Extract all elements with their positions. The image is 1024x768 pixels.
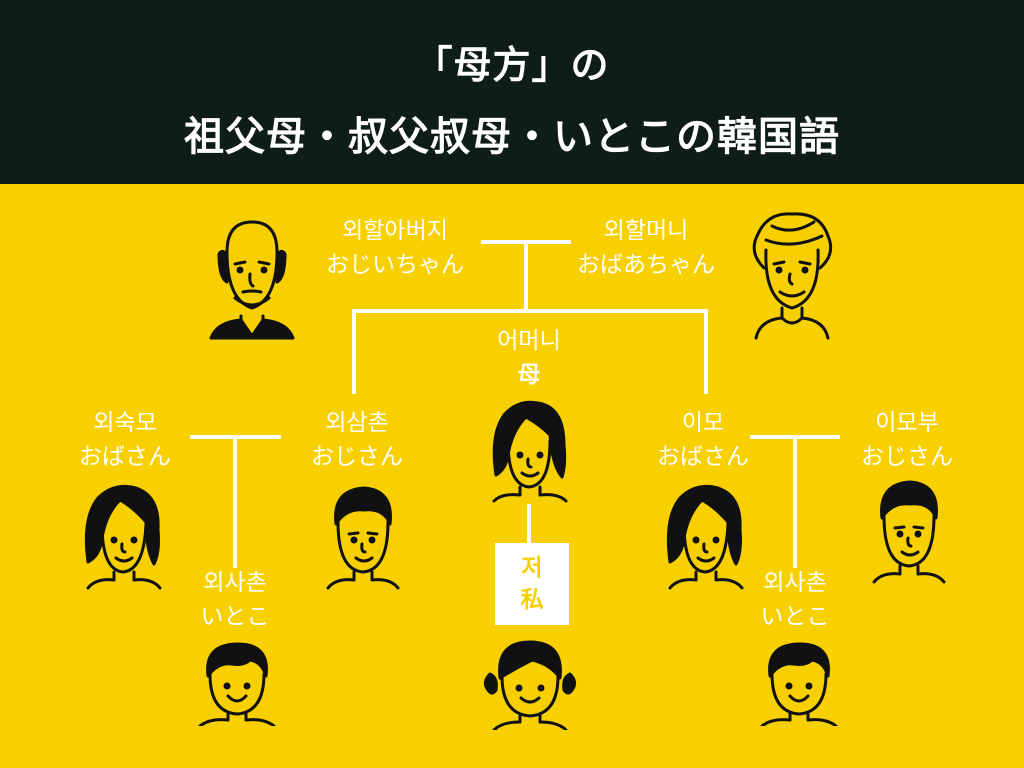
uncle-korean: 외삼촌 (325, 410, 389, 436)
aunt-face-icon (666, 484, 744, 590)
mother-korean: 어머니 (497, 328, 561, 354)
me-face-icon (483, 640, 577, 730)
me-japanese: 私 (520, 587, 544, 613)
uncle-in-law-korean: 이모부 (875, 410, 939, 436)
cousin-left-label: 외사촌 いとこ (180, 566, 290, 634)
aunt-korean: 이모 (681, 410, 725, 436)
uncle-japanese: おじさん (311, 444, 403, 470)
uncle-label: 외삼촌 おじさん (302, 406, 412, 474)
cousin-right-label: 외사촌 いとこ (740, 566, 850, 634)
uncle-in-law-japanese: おじさん (861, 444, 953, 470)
grandmother-japanese: おばあちゃん (577, 252, 715, 278)
grandfather-label: 외할아버지 おじいちゃん (320, 214, 470, 282)
aunt-in-law-face-icon (84, 484, 162, 590)
me-korean: 저 (521, 555, 543, 581)
cousin-left-face-icon (198, 642, 276, 726)
grandfather-japanese: おじいちゃん (326, 252, 464, 278)
cousin-right-face-icon (760, 642, 838, 726)
cousin-right-japanese: いとこ (760, 604, 830, 630)
mother-face-icon (492, 400, 568, 503)
grandfather-face-icon (209, 220, 295, 340)
cousin-left-korean: 외사촌 (203, 570, 267, 596)
mother-japanese: 母 (517, 362, 541, 388)
uncle-face-icon (326, 486, 400, 590)
header-banner: 「母方」の 祖父母・叔父叔母・いとこの韓国語 (0, 0, 1024, 184)
grandmother-label: 외할머니 おばあちゃん (566, 214, 726, 282)
cousin-left-japanese: いとこ (200, 604, 270, 630)
grandfather-korean: 외할아버지 (342, 218, 448, 244)
me-box: 저 私 (495, 543, 569, 625)
grandmother-korean: 외할머니 (603, 218, 689, 244)
uncle-in-law-label: 이모부 おじさん (852, 406, 962, 474)
uncle-in-law-face-icon (872, 480, 946, 584)
grandmother-face-icon (752, 212, 833, 340)
aunt-in-law-korean: 외숙모 (93, 410, 157, 436)
mother-label: 어머니 母 (474, 324, 584, 392)
cousin-right-korean: 외사촌 (763, 570, 827, 596)
aunt-in-law-label: 외숙모 おばさん (70, 406, 180, 474)
title-line-1: 「母方」の (414, 43, 610, 87)
title-line-2: 祖父母・叔父叔母・いとこの韓国語 (184, 114, 840, 160)
aunt-label: 이모 おばさん (648, 406, 758, 474)
aunt-japanese: おばさん (657, 444, 749, 470)
aunt-in-law-japanese: おばさん (79, 444, 171, 470)
